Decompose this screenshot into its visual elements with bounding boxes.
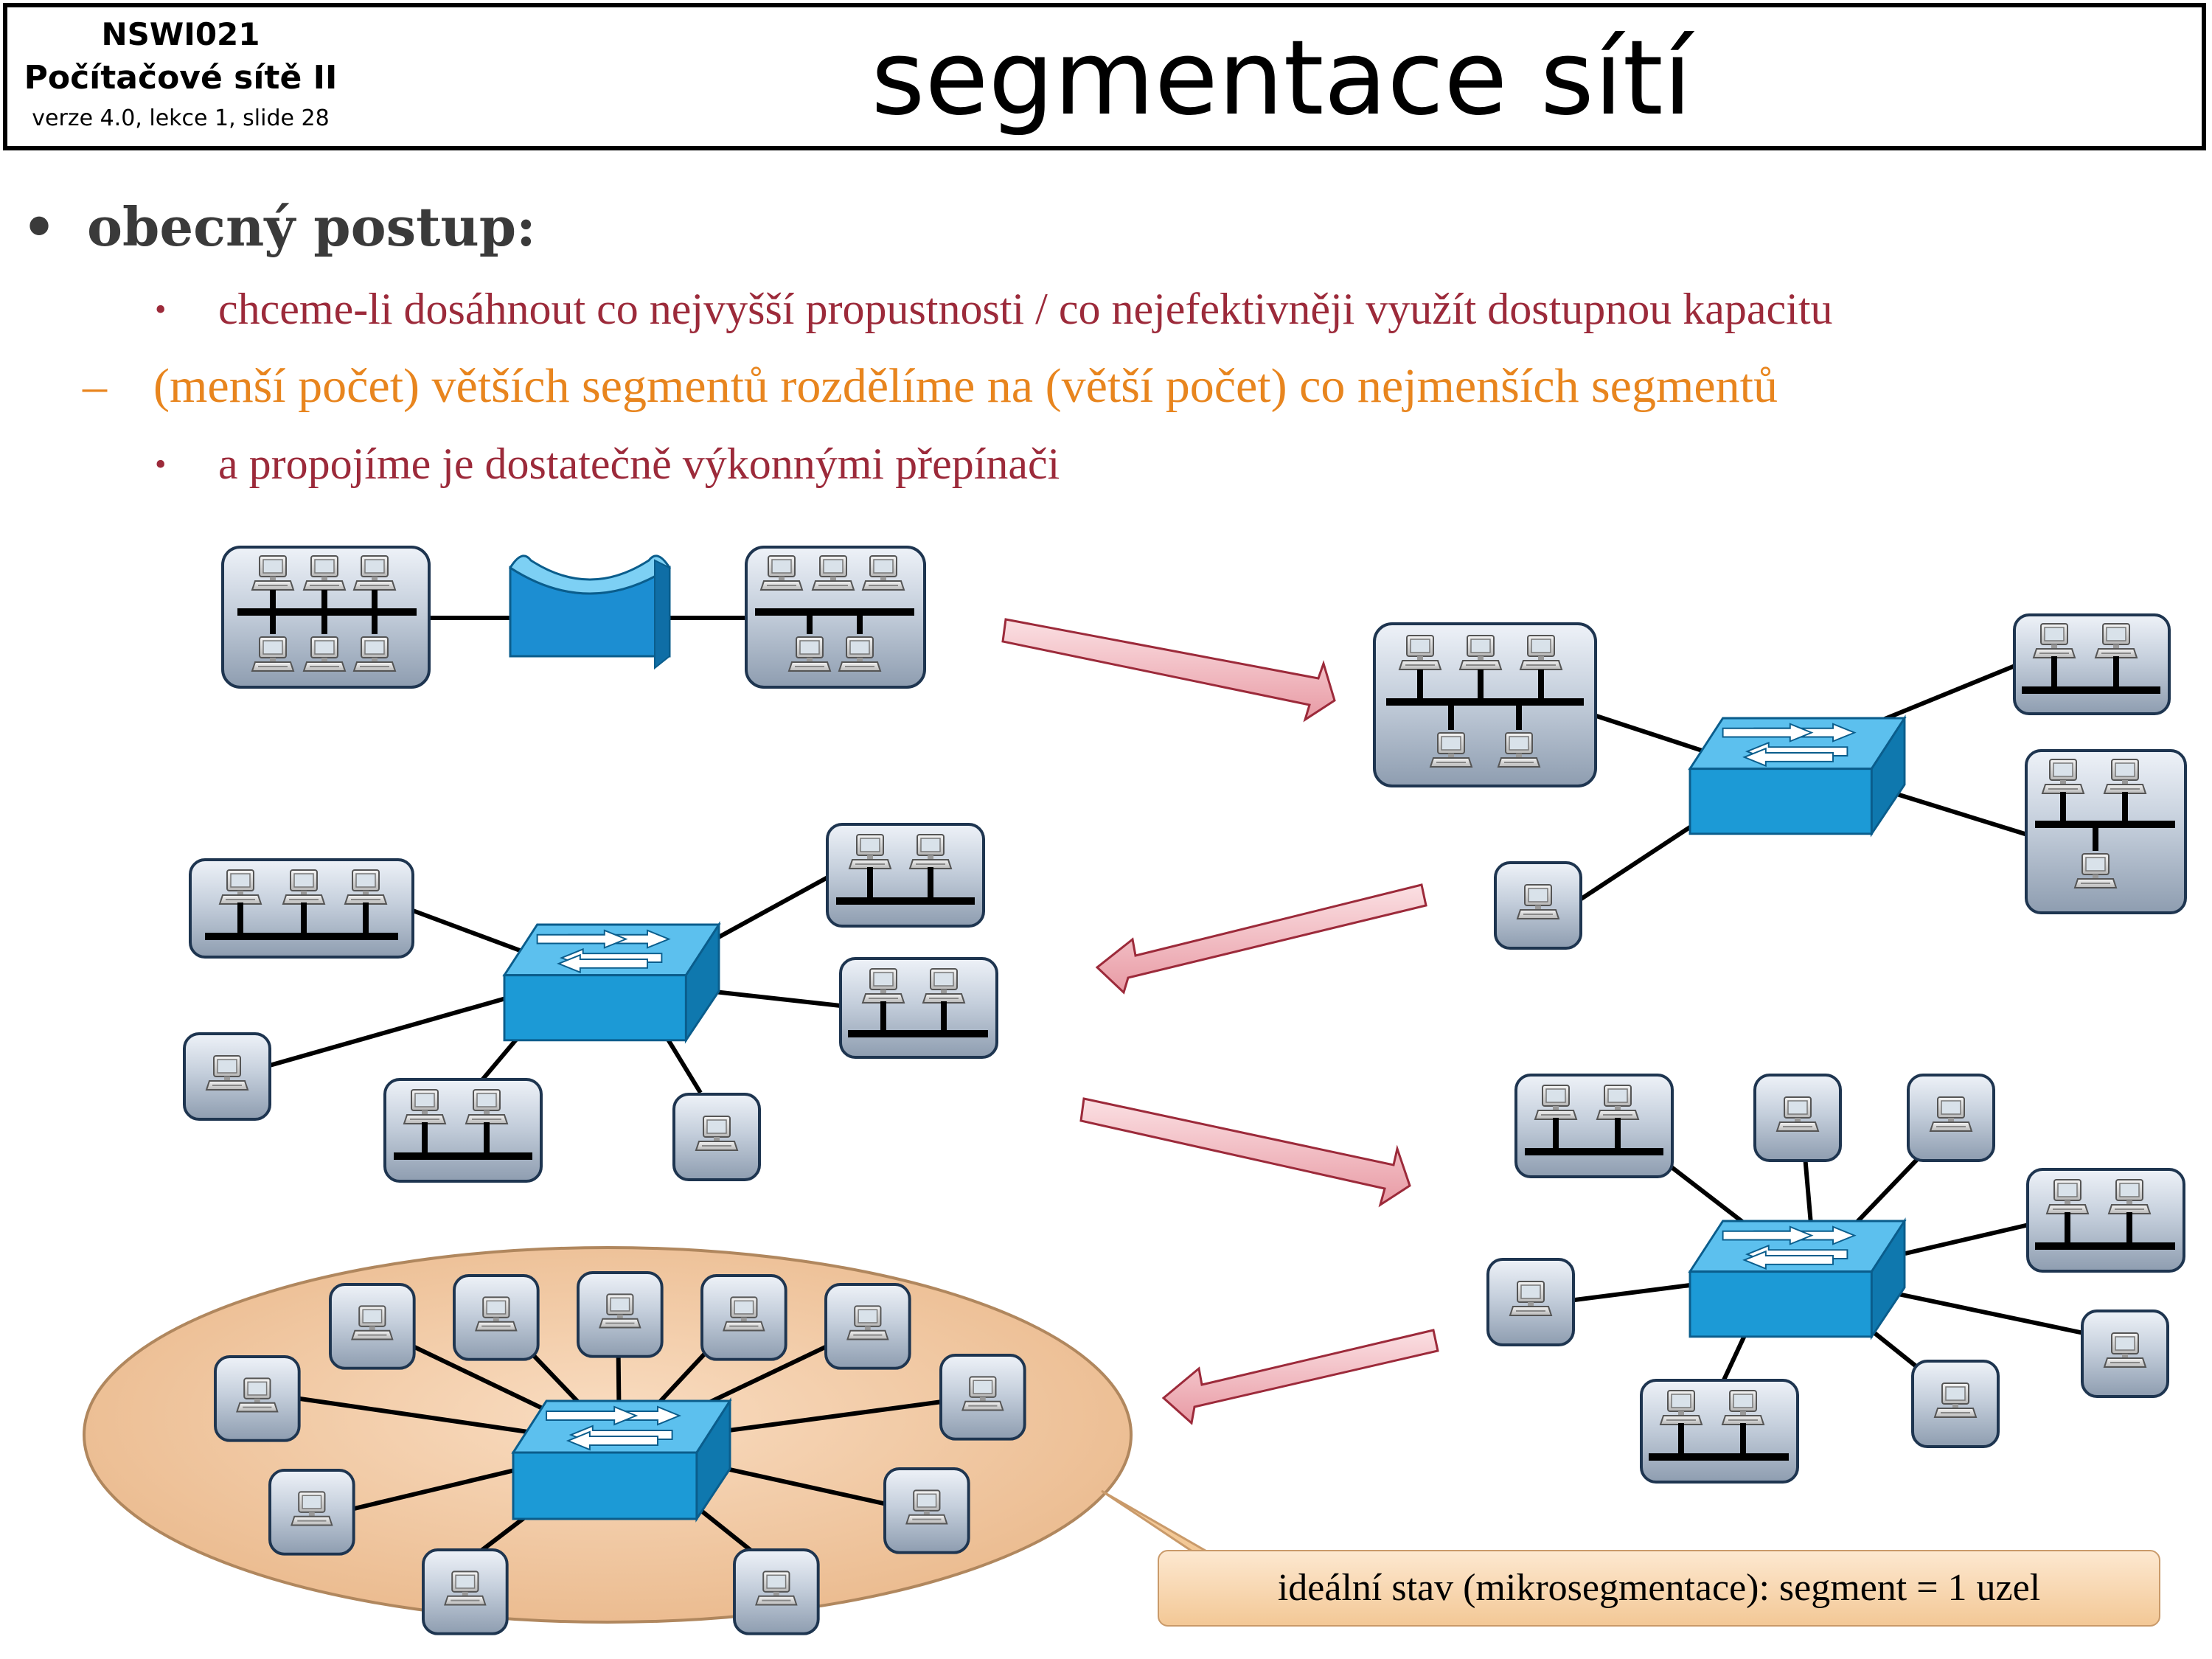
bullet-icon: •	[155, 446, 167, 482]
scene-switch-3	[1488, 1074, 2185, 1484]
arrow-1	[1001, 618, 1336, 723]
single-pc-node	[702, 1276, 786, 1360]
single-pc-node	[734, 1550, 818, 1634]
bullet-dash-text: (menší počet) větších segmentů rozdělíme…	[153, 359, 1778, 413]
single-pc-node	[1908, 1075, 1994, 1161]
segment-2pc-b	[839, 957, 998, 1059]
bridge-icon	[508, 554, 672, 670]
single-pc-node	[270, 1470, 354, 1554]
arrow-4	[1161, 1329, 1439, 1425]
slide-title: segmentace sítí	[871, 18, 1692, 139]
single-pc-node	[215, 1357, 299, 1441]
dash-icon: –	[83, 359, 107, 413]
single-pc-node	[941, 1355, 1025, 1439]
bullet-sub1-text: chceme-li dosáhnout co nejvyšší propustn…	[218, 285, 1833, 333]
scene-switch-1	[1373, 613, 2187, 948]
single-pc-node	[454, 1276, 538, 1360]
switch-icon	[503, 923, 720, 1042]
slide-version: verze 4.0, lekce 1, slide 28	[32, 105, 330, 131]
single-pc-node	[1488, 1259, 1573, 1345]
bullet-icon: •	[155, 291, 167, 327]
course-name: Počítačové sítě II	[24, 59, 338, 97]
single-pc-node	[1755, 1075, 1840, 1161]
arrow-2	[1095, 883, 1427, 995]
segment-2pc-a	[826, 823, 985, 928]
slide-header: NSWI021 Počítačové sítě II verze 4.0, le…	[3, 3, 2206, 150]
segment-2pc-d	[1514, 1074, 1674, 1178]
switch-icon	[512, 1399, 731, 1520]
single-pc-node	[826, 1284, 910, 1368]
switch-icon	[1688, 717, 1906, 835]
single-pc-node	[2082, 1311, 2168, 1397]
switch-icon	[1688, 1220, 1906, 1338]
single-pc-node	[423, 1550, 507, 1634]
arrow-3	[1079, 1097, 1411, 1208]
single-pc-node	[1913, 1361, 1998, 1447]
segment-2pc-c	[383, 1078, 543, 1183]
single-pc-node	[184, 1034, 270, 1119]
segment-2pc-f	[1640, 1379, 1799, 1484]
single-pc-node	[578, 1273, 662, 1357]
segment-3pc	[189, 858, 414, 959]
scene-switch-2	[184, 823, 998, 1183]
bullet-sub2-text: a propojíme je dostatečně výkonnými přep…	[218, 439, 1060, 488]
segment-medium	[1373, 622, 1597, 787]
segment-large-left	[221, 546, 431, 689]
course-code: NSWI021	[101, 16, 260, 52]
course-info: NSWI021 Počítačové sítě II verze 4.0, le…	[7, 15, 354, 136]
segment-2pc-e	[2026, 1168, 2185, 1273]
ideal-state-callout: ideální stav (mikrosegmentace): segment …	[1158, 1550, 2160, 1627]
segment-small-3pc	[2025, 749, 2187, 914]
scene-microsegmentation	[83, 1246, 1214, 1634]
bullet-main-text: obecný postup:	[87, 195, 536, 258]
single-pc-node	[1495, 863, 1581, 948]
segment-small-2pc	[2013, 613, 2171, 715]
single-pc-node	[674, 1094, 759, 1180]
bullet-icon: •	[22, 195, 57, 258]
single-pc-node	[885, 1469, 969, 1553]
scene-bridge	[221, 546, 926, 689]
single-pc-node	[330, 1284, 414, 1368]
segment-large-right	[745, 546, 926, 689]
